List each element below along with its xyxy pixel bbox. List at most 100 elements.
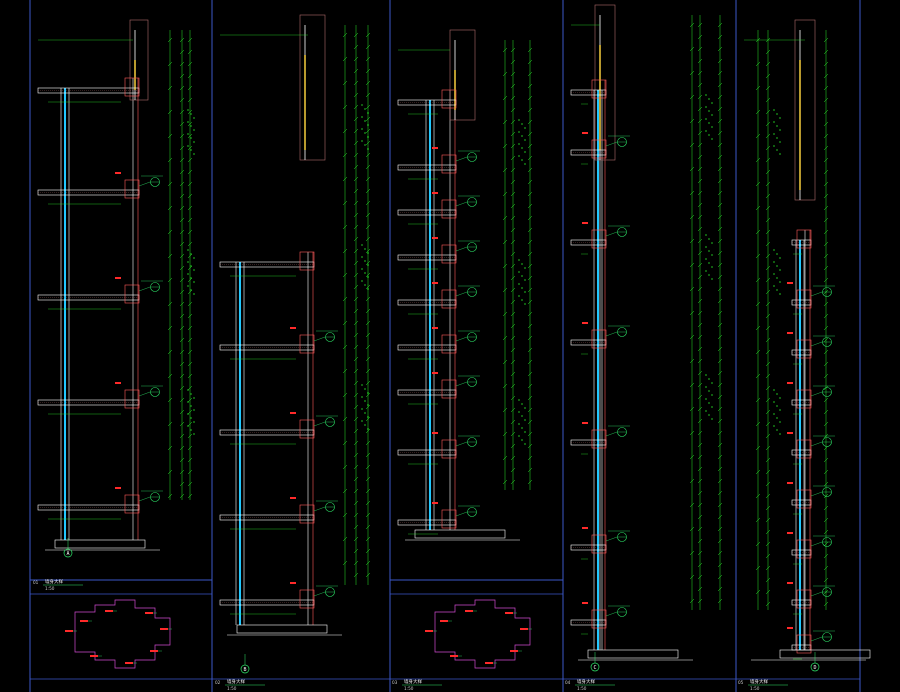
dimension-tick — [755, 181, 761, 187]
slab-edge-beam — [124, 494, 140, 514]
leader-line — [605, 141, 618, 147]
dimension-tick — [823, 193, 829, 199]
dimension-tick — [510, 383, 516, 389]
dimension-tick — [167, 157, 173, 163]
dimension-tick — [510, 179, 516, 185]
dimension-tick — [187, 397, 193, 403]
dimension-tick — [755, 109, 761, 115]
dimension-tick — [765, 157, 771, 163]
dimension-tick — [365, 92, 371, 98]
dimension-tick — [179, 277, 185, 283]
dimension-tick — [765, 325, 771, 331]
dimension-tick — [717, 298, 723, 304]
dimension-tick — [179, 73, 185, 79]
dimension-tick — [717, 58, 723, 64]
dimension-tick — [689, 262, 695, 268]
panel-index: 02 — [215, 680, 221, 685]
panel-title: 墙身大样 — [227, 678, 245, 685]
key-plan-tag — [145, 612, 153, 614]
dimension-tick — [755, 205, 761, 211]
dimension-tick — [187, 49, 193, 55]
leader-line — [138, 181, 151, 187]
dimension-tick — [167, 493, 173, 499]
leader-line — [455, 246, 468, 252]
dimension-tick — [342, 152, 348, 158]
dimension-tick — [365, 320, 371, 326]
level-tag — [432, 237, 438, 239]
dimension-tick — [697, 190, 703, 196]
dimension-tick — [823, 601, 829, 607]
dimension-tick — [717, 598, 723, 604]
dimension-tick — [365, 56, 371, 62]
dimension-tick — [823, 97, 829, 103]
level-tag — [787, 482, 793, 484]
dimension-tick — [697, 586, 703, 592]
dimension-tick — [755, 253, 761, 259]
dimension-tick — [697, 394, 703, 400]
level-tag — [115, 277, 121, 279]
dimension-tick — [502, 167, 508, 173]
dimension-tick — [717, 514, 723, 520]
dimension-tick — [510, 167, 516, 173]
dimension-tick — [342, 56, 348, 62]
dimension-tick — [717, 574, 723, 580]
level-tag — [787, 532, 793, 534]
dimension-tick — [717, 454, 723, 460]
dimension-tick — [755, 229, 761, 235]
dimension-tick — [365, 164, 371, 170]
dimension-tick — [353, 272, 359, 278]
dimension-tick — [823, 481, 829, 487]
dimension-tick — [717, 346, 723, 352]
slab-edge-beam — [299, 251, 315, 271]
level-tag — [787, 627, 793, 629]
dimension-tick — [697, 178, 703, 184]
dimension-tick — [697, 334, 703, 340]
dimension-tick — [365, 68, 371, 74]
dimension-tick — [502, 239, 508, 245]
level-tag — [787, 582, 793, 584]
dimension-tick — [342, 344, 348, 350]
dimension-tick — [179, 229, 185, 235]
key-plan-tag — [90, 655, 98, 657]
dimension-tick — [365, 536, 371, 542]
dimension-tick — [365, 380, 371, 386]
dimension-tick — [765, 97, 771, 103]
leader-line — [810, 491, 823, 497]
parapet-outline — [299, 14, 326, 161]
dimension-tick — [353, 248, 359, 254]
dimension-tick — [353, 404, 359, 410]
dimension-tick — [765, 397, 771, 403]
dimension-tick — [187, 373, 193, 379]
leader-line — [605, 331, 618, 337]
dimension-tick — [689, 238, 695, 244]
dimension-tick — [187, 73, 193, 79]
dimension-tick — [342, 464, 348, 470]
dimension-tick — [365, 560, 371, 566]
dimension-tick — [342, 416, 348, 422]
dimension-tick — [365, 176, 371, 182]
dimension-tick — [527, 263, 533, 269]
dimension-tick — [353, 212, 359, 218]
dimension-tick — [179, 133, 185, 139]
leader-line — [455, 381, 468, 387]
dimension-tick — [167, 229, 173, 235]
dimension-tick — [179, 361, 185, 367]
axis-bubble-label: B — [243, 667, 246, 673]
dimension-tick — [527, 203, 533, 209]
dimension-tick — [502, 287, 508, 293]
dimension-tick — [187, 313, 193, 319]
key-plan-outline — [74, 599, 171, 669]
key-plan-tag — [125, 662, 133, 664]
dimension-tick — [697, 238, 703, 244]
dimension-tick — [353, 200, 359, 206]
axis-bubble-label: A — [66, 551, 69, 557]
dimension-tick — [502, 383, 508, 389]
dimension-tick — [717, 430, 723, 436]
slab-edge-beam — [796, 589, 812, 609]
dimension-tick — [755, 589, 761, 595]
parapet-outline — [129, 19, 149, 101]
dimension-tick — [765, 217, 771, 223]
dimension-tick — [365, 416, 371, 422]
dimension-tick — [765, 301, 771, 307]
dimension-tick — [717, 166, 723, 172]
